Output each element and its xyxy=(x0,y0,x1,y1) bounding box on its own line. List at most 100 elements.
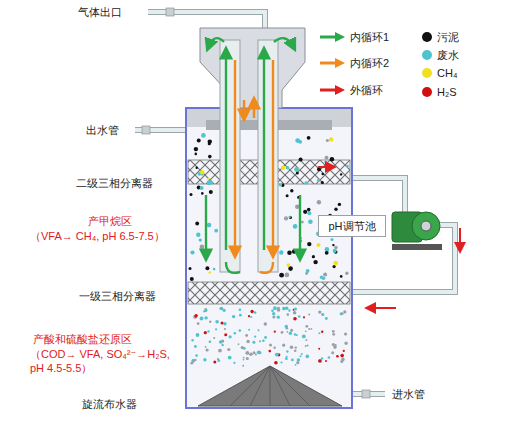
particle xyxy=(338,203,341,206)
legend-text: CH₄ xyxy=(437,66,457,80)
zone-title: 产酸和硫酸盐还原区 xyxy=(33,332,132,346)
particle xyxy=(217,359,220,362)
particle xyxy=(307,345,309,347)
particle xyxy=(213,337,215,339)
particle xyxy=(303,210,307,214)
legend-arrow-head xyxy=(335,32,345,42)
particle xyxy=(289,216,292,219)
particle xyxy=(320,276,323,279)
particle xyxy=(296,361,299,364)
particle xyxy=(285,325,288,328)
zone-note: （COD→ VFA, SO₄²⁻→H₂S, pH 4.5-5.5） xyxy=(30,347,172,375)
particle xyxy=(241,346,244,349)
particle xyxy=(282,344,285,347)
particle xyxy=(306,269,310,273)
particle xyxy=(257,350,261,354)
particle xyxy=(332,330,335,333)
cone-lines xyxy=(230,366,310,406)
particle xyxy=(305,325,308,328)
particle xyxy=(221,322,224,325)
particle xyxy=(274,361,278,365)
particle xyxy=(333,265,336,268)
particle xyxy=(190,250,194,254)
particle xyxy=(234,332,237,335)
pipe-label: 进水管 xyxy=(392,387,425,401)
particle xyxy=(190,362,193,365)
particle xyxy=(213,361,216,364)
particle xyxy=(189,267,192,270)
particle xyxy=(258,329,260,331)
particle xyxy=(190,193,193,196)
illustration-part xyxy=(263,50,265,250)
particle xyxy=(204,331,207,334)
particle xyxy=(330,157,335,162)
particle xyxy=(286,194,289,197)
particle xyxy=(190,277,194,281)
particle xyxy=(288,266,293,271)
pipe-label: 出水管 xyxy=(86,123,119,137)
particle xyxy=(250,316,252,318)
particle xyxy=(340,312,343,315)
particle xyxy=(293,317,297,321)
particle xyxy=(203,358,206,361)
particle xyxy=(277,307,280,310)
illustration-part xyxy=(362,390,370,398)
particle xyxy=(328,356,331,359)
particle xyxy=(201,192,204,195)
particle xyxy=(227,348,230,351)
particle xyxy=(250,310,253,313)
particle xyxy=(232,315,235,318)
particle xyxy=(321,357,323,359)
particle xyxy=(197,139,201,143)
particle xyxy=(317,179,320,182)
particle xyxy=(308,313,310,315)
particle xyxy=(229,335,232,338)
particle xyxy=(221,344,223,346)
particle xyxy=(205,346,207,348)
particle xyxy=(259,340,261,342)
particle xyxy=(208,139,212,143)
particle xyxy=(290,346,294,350)
particle xyxy=(200,170,204,174)
particle xyxy=(305,345,307,347)
external-arrows xyxy=(318,167,460,308)
illustration-part xyxy=(352,178,405,212)
particle xyxy=(292,249,297,254)
particle xyxy=(341,358,345,362)
particle xyxy=(288,216,290,218)
illustration-part xyxy=(260,262,273,273)
particle xyxy=(298,315,301,318)
legend-arrow-head xyxy=(335,85,345,95)
legend-text: 污泥 xyxy=(437,30,459,44)
particle xyxy=(272,312,275,315)
particle xyxy=(307,136,311,140)
particle xyxy=(197,322,200,325)
particle xyxy=(200,317,204,321)
particle xyxy=(321,313,324,316)
particle xyxy=(295,138,300,143)
particle xyxy=(332,333,335,336)
particles xyxy=(189,133,350,367)
particle xyxy=(304,181,307,184)
particle xyxy=(325,156,329,160)
particle xyxy=(297,358,300,361)
legend-arrow xyxy=(320,58,345,68)
illustration-part xyxy=(135,127,186,133)
particle xyxy=(196,167,198,169)
illustration-part xyxy=(205,195,207,258)
particle xyxy=(294,167,299,172)
particle xyxy=(321,181,324,184)
riser-tube xyxy=(220,40,240,272)
particle xyxy=(280,361,282,363)
particle xyxy=(209,271,212,274)
particle xyxy=(194,359,196,361)
particle xyxy=(346,165,349,168)
particle xyxy=(331,238,334,241)
particle xyxy=(279,183,283,187)
zone-title: 产甲烷区 xyxy=(88,214,132,228)
illustration-part xyxy=(234,60,236,255)
particle xyxy=(243,357,245,359)
particle xyxy=(223,322,226,325)
legend-arrow xyxy=(320,32,345,42)
